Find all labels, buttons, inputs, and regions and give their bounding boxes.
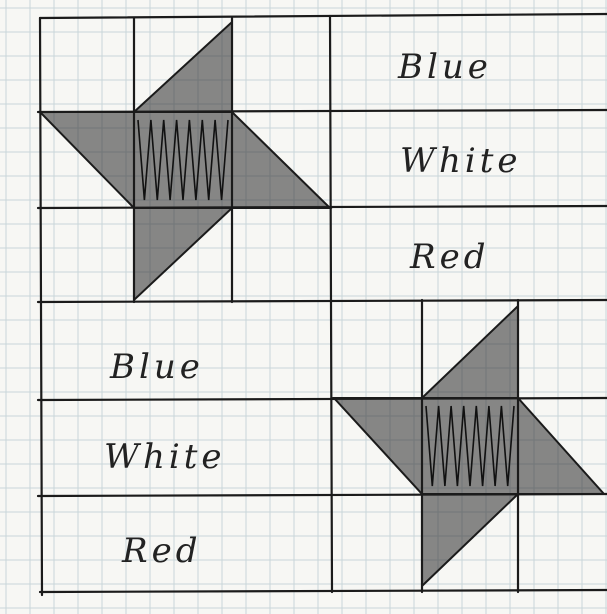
star-lr-right-point — [518, 398, 604, 494]
star-lower-right — [334, 306, 604, 586]
main-grid — [38, 14, 607, 595]
star-ul-top-point — [134, 22, 232, 112]
lower-label-red: Red — [121, 531, 202, 571]
grid-bottom-line — [40, 590, 607, 592]
star-ul-bottom-point — [134, 208, 232, 300]
grid-left-line — [40, 18, 42, 595]
upper-label-blue: Blue — [397, 47, 492, 87]
grid-top-line — [40, 14, 607, 18]
grid-col-line-middle — [330, 16, 332, 592]
star-upper-left — [40, 22, 330, 300]
lower-label-white: White — [104, 437, 226, 477]
grid-line-row-4 — [38, 398, 607, 400]
lower-label-blue: Blue — [109, 347, 204, 387]
upper-label-white: White — [400, 141, 522, 181]
grid-line-row-3 — [38, 300, 607, 302]
star-lr-bottom-point — [422, 494, 518, 586]
star-ul-right-point — [232, 112, 330, 208]
star-lr-left-point — [334, 398, 422, 494]
upper-label-red: Red — [409, 237, 490, 277]
